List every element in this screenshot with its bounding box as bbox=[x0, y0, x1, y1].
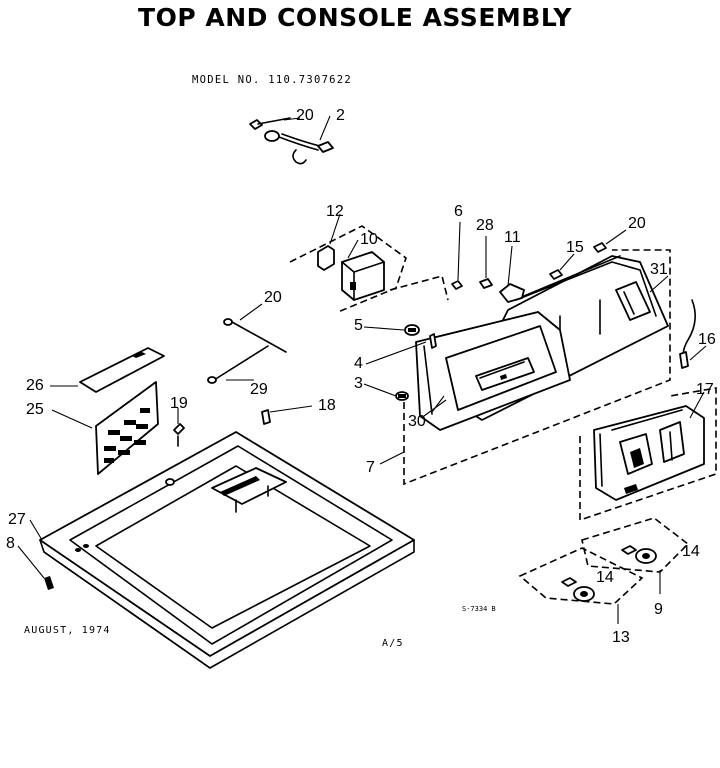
callout-18: 18 bbox=[318, 397, 336, 414]
callout-3: 3 bbox=[354, 375, 363, 392]
diagram-title: TOP AND CONSOLE ASSEMBLY bbox=[138, 3, 572, 32]
callout-5: 5 bbox=[354, 317, 363, 334]
callout-9: 9 bbox=[654, 601, 663, 618]
callout-16: 16 bbox=[698, 331, 716, 348]
callout-4: 4 bbox=[354, 355, 363, 372]
page-reference: A/5 bbox=[382, 638, 404, 649]
console-fasteners bbox=[395, 324, 437, 401]
issue-date: AUGUST, 1974 bbox=[24, 625, 111, 636]
callout-12: 12 bbox=[326, 203, 344, 220]
callout-20-right: 20 bbox=[628, 215, 646, 232]
callout-8: 8 bbox=[6, 535, 15, 552]
callout-20-mid: 20 bbox=[264, 289, 282, 306]
callout-29: 29 bbox=[250, 381, 268, 398]
callout-26: 26 bbox=[26, 377, 44, 394]
console-screws bbox=[451, 221, 627, 303]
callout-27: 27 bbox=[8, 511, 26, 528]
leader-lines bbox=[363, 275, 669, 465]
callout-14-left: 14 bbox=[596, 569, 614, 586]
callout-6: 6 bbox=[454, 203, 463, 220]
console-front-panel bbox=[415, 311, 571, 431]
callout-15: 15 bbox=[566, 239, 584, 256]
callout-28: 28 bbox=[476, 217, 494, 234]
top-small-parts bbox=[173, 405, 313, 447]
dryer-top-part bbox=[29, 431, 415, 669]
console-assembly-outline bbox=[403, 249, 671, 486]
control-switch-part bbox=[579, 299, 717, 522]
callout-7: 7 bbox=[366, 459, 375, 476]
timer-part bbox=[289, 213, 449, 313]
callout-19: 19 bbox=[170, 395, 188, 412]
console-rod bbox=[207, 303, 287, 384]
callout-10: 10 bbox=[360, 231, 378, 248]
callout-2: 2 bbox=[336, 107, 345, 124]
callout-11: 11 bbox=[504, 229, 521, 246]
callout-13: 13 bbox=[612, 629, 630, 646]
knobs-part bbox=[518, 517, 690, 624]
callout-17: 17 bbox=[696, 381, 714, 398]
wire-harness-part bbox=[249, 115, 334, 165]
model-number: MODEL NO. 110.7307622 bbox=[192, 74, 352, 86]
foot-screw-part bbox=[17, 545, 54, 590]
callout-14-right: 14 bbox=[682, 543, 700, 560]
drawing-number: S-7334 B bbox=[462, 605, 496, 613]
callout-31: 31 bbox=[650, 261, 668, 278]
callout-25: 25 bbox=[26, 401, 44, 418]
callout-30: 30 bbox=[408, 413, 426, 430]
callout-numbers: 20 2 12 10 6 28 11 15 20 31 20 5 4 3 29 … bbox=[6, 107, 716, 646]
callout-20-top: 20 bbox=[296, 107, 314, 124]
lint-filter-part bbox=[50, 347, 165, 475]
